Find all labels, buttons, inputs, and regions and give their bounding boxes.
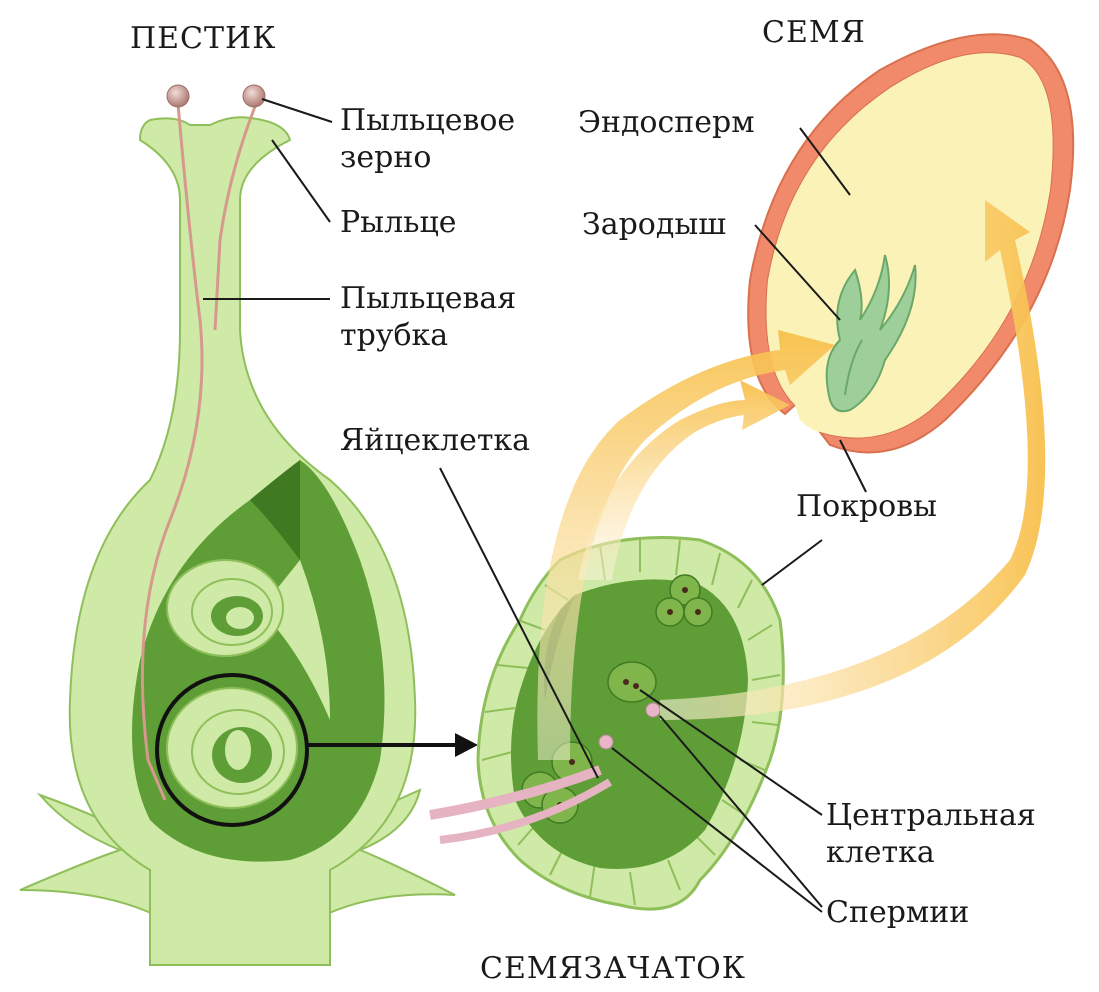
- title-seed: СЕМЯ: [762, 15, 866, 50]
- label-pollen-grain-line2: зерно: [340, 140, 431, 175]
- sperm-cell-2: [599, 735, 613, 749]
- title-ovule: СЕМЯЗАЧАТОК: [480, 951, 746, 986]
- label-egg-cell: Яйцеклетка: [340, 423, 530, 458]
- lower-ovule: [167, 688, 297, 808]
- label-central-cell-line2: клетка: [826, 835, 935, 870]
- sperm-cell-1: [646, 703, 660, 717]
- label-pollen-grain-line1: Пыльцевое: [340, 103, 515, 138]
- ovule: [430, 538, 783, 910]
- label-pollen-tube-line2: трубка: [340, 318, 448, 353]
- label-pollen-tube-line1: Пыльцевая: [340, 281, 516, 316]
- label-central-cell-line1: Центральная: [826, 798, 1036, 833]
- label-stigma: Рыльце: [340, 205, 457, 240]
- upper-ovule: [167, 560, 283, 656]
- label-sperm: Спермии: [826, 895, 969, 930]
- label-integuments: Покровы: [796, 489, 937, 524]
- label-embryo: Зародыш: [582, 207, 726, 242]
- pollen-grain-right: [243, 85, 265, 107]
- pollen-grain-left: [167, 85, 189, 107]
- label-endosperm: Эндосперм: [578, 105, 755, 140]
- title-pistil: ПЕСТИК: [130, 21, 276, 56]
